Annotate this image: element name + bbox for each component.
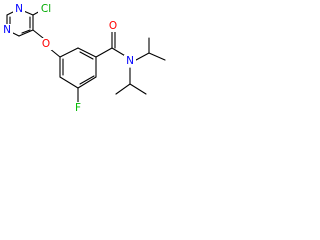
atom-o-carbonyl-label: O bbox=[109, 20, 117, 32]
atom-n-label: N bbox=[15, 3, 23, 15]
bond bbox=[148, 52, 166, 61]
bond bbox=[135, 52, 150, 61]
atom-o-ether-label: O bbox=[42, 38, 50, 50]
benzene-ring bbox=[59, 47, 97, 89]
molecule-diagram: N N Cl O O N F bbox=[1, 3, 166, 114]
bond bbox=[79, 75, 95, 85]
bond bbox=[77, 47, 97, 58]
bond bbox=[77, 76, 97, 89]
atom-n-label: N bbox=[3, 24, 11, 36]
bond bbox=[18, 29, 34, 37]
atom-labels: N N Cl O O N F bbox=[1, 3, 136, 114]
bond bbox=[115, 83, 131, 95]
structure-canvas: N N Cl O O N F bbox=[0, 0, 189, 153]
bond bbox=[59, 47, 79, 58]
bond-c-o bbox=[32, 29, 44, 39]
atom-f-label: F bbox=[75, 102, 81, 114]
atom-cl-label: Cl bbox=[41, 3, 51, 15]
bond bbox=[79, 51, 94, 60]
bond bbox=[129, 83, 147, 95]
bond bbox=[21, 29, 31, 34]
atom-n-amide-label: N bbox=[126, 55, 134, 67]
bond bbox=[59, 76, 79, 89]
bond-ring-carbonyl bbox=[95, 47, 113, 58]
